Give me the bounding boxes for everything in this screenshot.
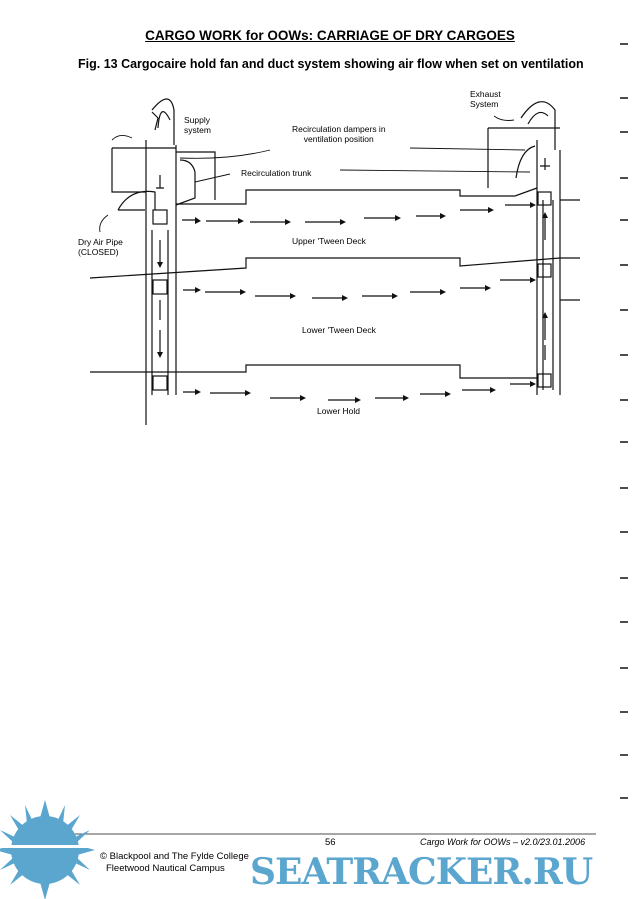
airflow-arrows	[159, 204, 546, 401]
arrow-heads	[157, 202, 548, 403]
page-title: CARGO WORK for OOWs: CARRIAGE OF DRY CAR…	[145, 28, 515, 43]
trunk-label: Recirculation trunk	[241, 168, 312, 178]
campus: Fleetwood Nautical Campus	[106, 863, 225, 874]
margin-ticks	[620, 43, 628, 799]
upper-tween-deck-label: Upper 'Tween Deck	[292, 236, 366, 246]
page-number: 56	[325, 837, 336, 848]
decks	[89, 187, 580, 379]
document-version: Cargo Work for OOWs – v2.0/23.01.2006	[420, 837, 586, 847]
watermark: SEATRACKER.RU	[250, 851, 593, 893]
lower-hold-label: Lower Hold	[317, 406, 360, 416]
pointer-lines	[99, 115, 531, 233]
lower-tween-deck-label: Lower 'Tween Deck	[302, 325, 376, 335]
watermark-sun-logo	[0, 800, 95, 899]
dry-air-pipe-label: Dry Air Pipe(CLOSED)	[78, 237, 123, 257]
figure-caption: Fig. 13 Cargocaire hold fan and duct sys…	[78, 57, 584, 71]
supply-trunk	[111, 98, 216, 425]
copyright: © Blackpool and The Fylde College	[100, 851, 249, 862]
exhaust-trunk	[487, 101, 561, 395]
